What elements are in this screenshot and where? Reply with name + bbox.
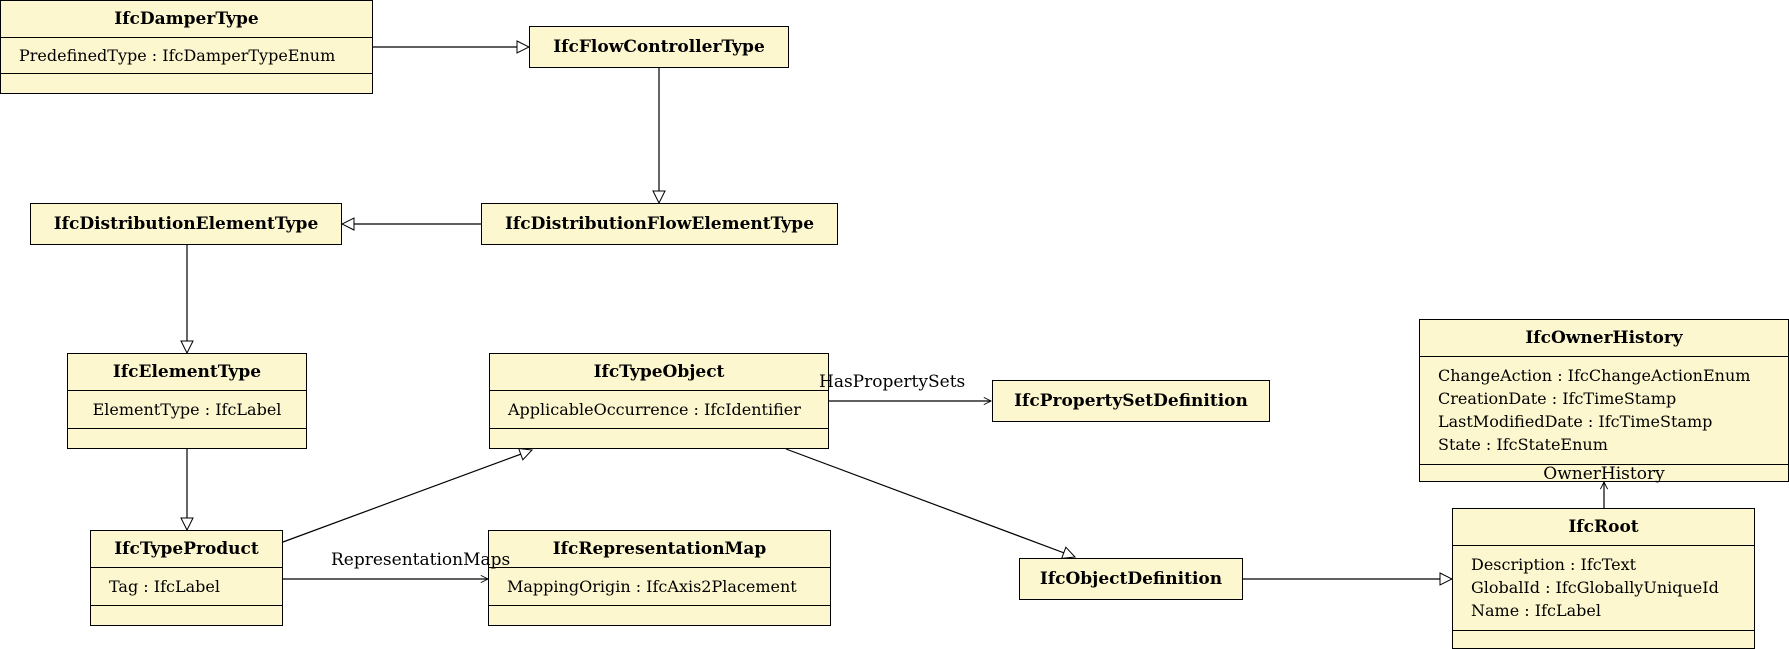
class-name: IfcDistributionFlowElementType [504, 214, 815, 234]
class-ifc-property-set-definition: IfcPropertySetDefinition [992, 380, 1270, 422]
attribute: LastModifiedDate : IfcTimeStamp [1438, 412, 1713, 431]
class-ifc-element-type: IfcElementType ElementType : IfcLabel [67, 353, 307, 449]
class-attributes: PredefinedType : IfcDamperTypeEnum [1, 37, 372, 73]
class-name: IfcRepresentationMap [552, 539, 767, 559]
class-ifc-distribution-flow-element-type: IfcDistributionFlowElementType [481, 203, 838, 245]
class-attributes: ApplicableOccurrence : IfcIdentifier [490, 390, 828, 428]
attribute: CreationDate : IfcTimeStamp [1438, 389, 1677, 408]
class-operations: OwnerHistory [1420, 464, 1788, 483]
class-name: IfcFlowControllerType [553, 37, 765, 57]
attribute: MappingOrigin : IfcAxis2Placement [507, 577, 797, 596]
class-ifc-distribution-element-type: IfcDistributionElementType [30, 203, 342, 245]
class-operations [68, 428, 306, 447]
attribute: Tag : IfcLabel [109, 577, 220, 596]
class-ifc-representation-map: IfcRepresentationMap MappingOrigin : Ifc… [488, 530, 831, 626]
attribute: PredefinedType : IfcDamperTypeEnum [19, 46, 336, 65]
attribute: ApplicableOccurrence : IfcIdentifier [508, 400, 801, 419]
class-ifc-root: IfcRoot Description : IfcText GlobalId :… [1452, 508, 1755, 649]
class-attributes: ChangeAction : IfcChangeActionEnum Creat… [1420, 356, 1788, 464]
class-attributes: MappingOrigin : IfcAxis2Placement [489, 567, 830, 605]
edge-typeobject-to-objectdefinition [785, 448, 1075, 557]
class-operations [1, 73, 372, 92]
association-label-has-property-sets: HasPropertySets [819, 372, 966, 392]
class-name: IfcTypeProduct [114, 539, 259, 559]
class-operations [490, 428, 828, 447]
attribute: GlobalId : IfcGloballyUniqueId [1471, 578, 1719, 597]
class-operations [489, 605, 830, 624]
class-name: IfcTypeObject [593, 362, 725, 382]
class-ifc-type-product: IfcTypeProduct Tag : IfcLabel [90, 530, 283, 626]
class-name: IfcOwnerHistory [1525, 328, 1683, 348]
class-operations [1453, 630, 1754, 649]
class-name: IfcObjectDefinition [1039, 569, 1223, 589]
class-attributes: Description : IfcText GlobalId : IfcGlob… [1453, 545, 1754, 630]
attribute: ChangeAction : IfcChangeActionEnum [1438, 366, 1751, 385]
class-attributes: ElementType : IfcLabel [68, 390, 306, 428]
class-attributes: Tag : IfcLabel [91, 567, 282, 605]
class-ifc-damper-type: IfcDamperType PredefinedType : IfcDamper… [0, 0, 373, 94]
class-ifc-owner-history: IfcOwnerHistory ChangeAction : IfcChange… [1419, 319, 1789, 483]
association-label-owner-history: OwnerHistory [1543, 464, 1665, 484]
class-name: IfcElementType [112, 362, 262, 382]
attribute: ElementType : IfcLabel [92, 400, 282, 419]
attribute: Description : IfcText [1471, 555, 1637, 574]
class-ifc-type-object: IfcTypeObject ApplicableOccurrence : Ifc… [489, 353, 829, 449]
edge-typeproduct-to-typeobject [282, 450, 532, 543]
class-name: IfcPropertySetDefinition [1014, 391, 1248, 411]
class-ifc-object-definition: IfcObjectDefinition [1019, 558, 1243, 600]
association-label-representation-maps: RepresentationMaps [331, 550, 511, 570]
class-name: IfcDamperType [114, 9, 259, 29]
attribute: State : IfcStateEnum [1438, 435, 1608, 454]
class-name: IfcRoot [1568, 517, 1639, 537]
class-operations [91, 605, 282, 624]
class-ifc-flow-controller-type: IfcFlowControllerType [529, 26, 789, 68]
class-name: IfcDistributionElementType [53, 214, 319, 234]
attribute: Name : IfcLabel [1471, 601, 1601, 620]
